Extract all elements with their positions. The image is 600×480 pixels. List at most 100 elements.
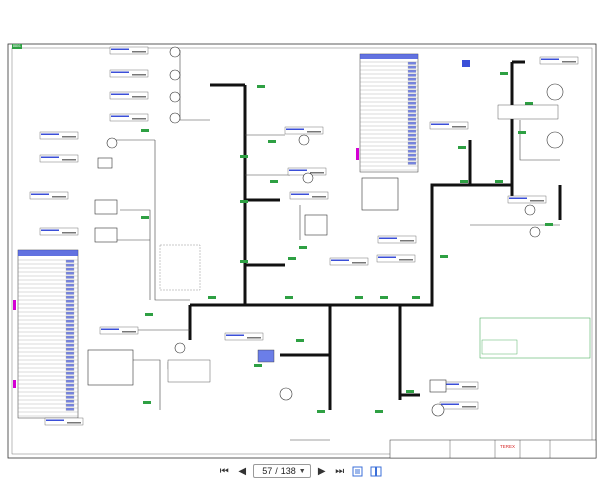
pin-cell — [407, 85, 417, 89]
pin-cell — [65, 315, 75, 319]
pin-cell — [407, 109, 417, 113]
pin-cell — [407, 137, 417, 141]
pin-cell — [65, 407, 75, 411]
pin-cell — [65, 339, 75, 343]
pin-cell — [65, 355, 75, 359]
pin-cell — [65, 303, 75, 307]
fit-page-button[interactable] — [351, 464, 365, 478]
display-unit — [257, 349, 275, 363]
pin-cell — [407, 73, 417, 77]
pin-cell — [407, 69, 417, 73]
pin-cell — [407, 77, 417, 81]
pin-cell — [65, 327, 75, 331]
pin-cell — [65, 359, 75, 363]
component-table — [39, 131, 79, 140]
mid-tables — [167, 104, 559, 383]
component-table — [39, 154, 79, 163]
component-table — [44, 417, 84, 426]
sheet-border — [7, 43, 597, 459]
pin-cell — [65, 307, 75, 311]
total-pages: 138 — [280, 466, 296, 476]
component-table — [109, 69, 149, 78]
component-table — [329, 257, 369, 266]
relay-block — [94, 199, 118, 215]
magenta-marks — [13, 148, 359, 388]
pin-cell — [65, 387, 75, 391]
wiring-schematic: TEREX 8801 — [7, 43, 597, 459]
pin-cell — [407, 101, 417, 105]
pin-cell — [407, 113, 417, 117]
component-table — [376, 254, 416, 263]
switch-box — [304, 214, 328, 236]
next-page-button[interactable]: ▶ — [315, 464, 329, 478]
two-page-button[interactable] — [369, 464, 383, 478]
pin-cell — [407, 133, 417, 137]
pin-cell — [407, 149, 417, 153]
pin-cell — [407, 153, 417, 157]
harness-trunks — [188, 60, 562, 410]
pin-cell — [65, 279, 75, 283]
title-block: TEREX — [389, 439, 597, 459]
page-selector[interactable]: 57 / 138 ▼ — [253, 464, 311, 478]
pin-cell — [407, 145, 417, 149]
fuse-box — [361, 177, 399, 211]
pin-cell — [407, 81, 417, 85]
skip-first-icon: ⏮ — [219, 465, 229, 477]
pin-cell — [407, 61, 417, 65]
last-page-button[interactable]: ⏭ — [333, 464, 347, 478]
pin-cell — [407, 161, 417, 165]
component-table — [284, 126, 324, 135]
component-table — [289, 191, 329, 200]
pin-cell — [407, 129, 417, 133]
harness-main-horizontal — [190, 183, 512, 307]
component-table — [377, 235, 417, 244]
chevron-left-icon: ◀ — [238, 465, 247, 477]
component-table — [39, 227, 79, 236]
pin-cell — [65, 403, 75, 407]
pin-cell — [407, 93, 417, 97]
component-table — [439, 401, 479, 410]
pin-cell — [407, 121, 417, 125]
sheet-inner-border — [11, 47, 593, 455]
first-page-button[interactable]: ⏮ — [217, 464, 231, 478]
pin-cell — [65, 263, 75, 267]
pin-cell — [65, 259, 75, 263]
pdf-viewer-toolbar: ⏮ ◀ 57 / 138 ▼ ▶ ⏭ — [0, 462, 600, 480]
pin-cell — [407, 65, 417, 69]
sheet-marker: 8801 — [13, 44, 21, 48]
sensor-connector — [429, 379, 447, 393]
current-page-field[interactable]: 57 — [262, 466, 273, 476]
component-table — [99, 326, 139, 335]
previous-page-button[interactable]: ◀ — [235, 464, 249, 478]
component-table — [507, 195, 547, 204]
pin-cell — [65, 347, 75, 351]
pin-cell — [407, 157, 417, 161]
relay-block-2 — [94, 227, 118, 243]
title-block-brand: TEREX — [500, 444, 515, 449]
component-table — [539, 56, 579, 65]
pin-cell — [65, 375, 75, 379]
connector-tags — [141, 72, 553, 413]
component-table — [109, 46, 149, 55]
pin-cell — [65, 323, 75, 327]
table-rules — [18, 61, 418, 417]
pin-cell — [65, 271, 75, 275]
ecu-module — [87, 349, 134, 386]
component-table — [109, 91, 149, 100]
pin-cell — [65, 291, 75, 295]
pin-cell — [65, 351, 75, 355]
pin-cell — [407, 125, 417, 129]
pin-cell — [65, 287, 75, 291]
pin-cell — [407, 117, 417, 121]
pin-cell — [65, 367, 75, 371]
pin-cell — [407, 97, 417, 101]
pin-cell — [65, 331, 75, 335]
two-page-icon — [370, 466, 382, 476]
caret-down-icon[interactable]: ▼ — [298, 467, 306, 475]
pin-cell — [65, 299, 75, 303]
pin-cell — [65, 335, 75, 339]
schematic-drawing: TEREX 8801 — [7, 43, 597, 459]
pin-cell — [407, 105, 417, 109]
pin-cell — [65, 275, 75, 279]
components — [106, 46, 564, 417]
